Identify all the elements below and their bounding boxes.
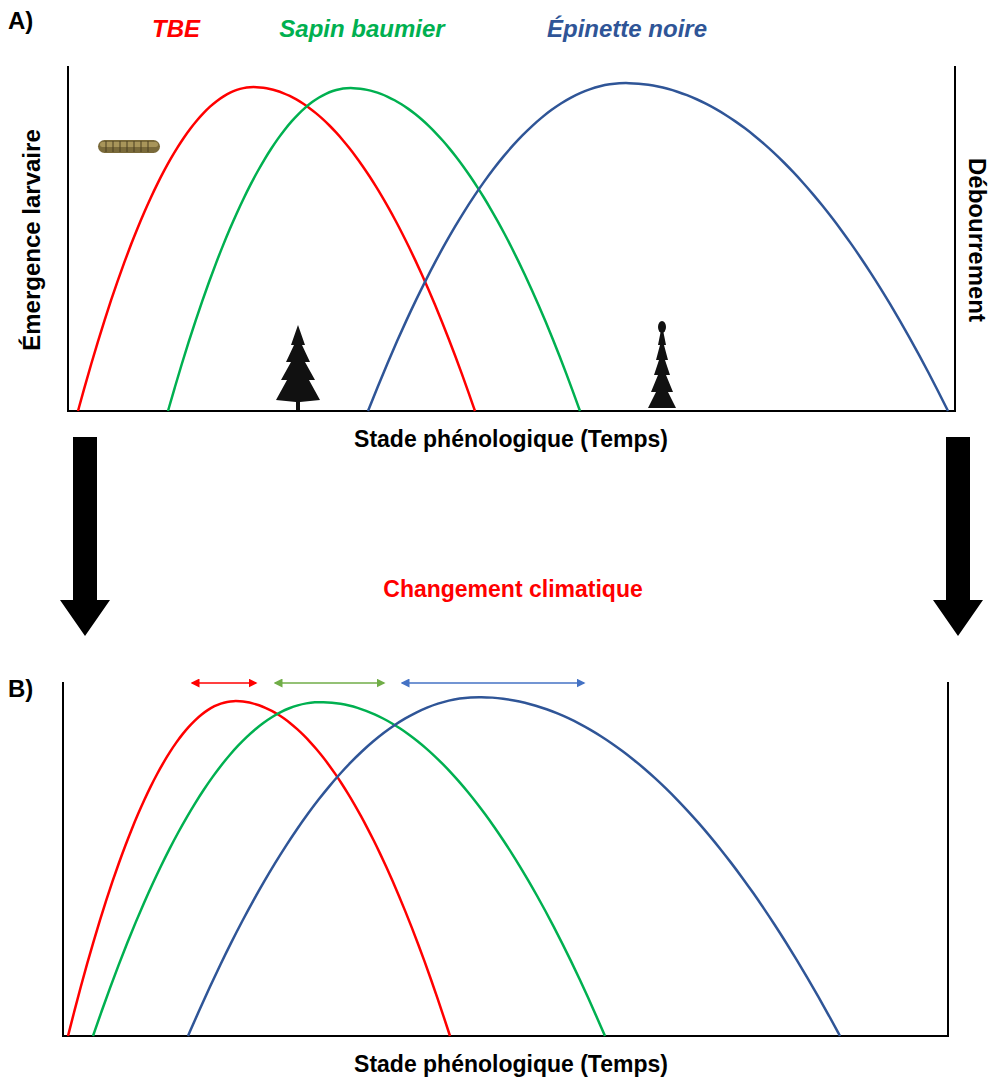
phenology-curve <box>368 83 948 411</box>
shift-arrow <box>275 682 384 684</box>
phenology-curve <box>188 697 840 1036</box>
annotation: Changement climatique <box>383 577 642 602</box>
axis-label: Débourrement <box>964 158 990 322</box>
phenology-curve <box>168 88 580 411</box>
axes-b <box>63 682 948 1036</box>
phenology-curve <box>93 702 605 1036</box>
shift-arrow <box>402 682 584 684</box>
spruce-tree-icon <box>648 321 676 408</box>
series-label: Sapin baumier <box>279 16 444 42</box>
axis-label: Stade phénologique (Temps) <box>354 1052 668 1077</box>
phenology-curve <box>78 87 475 411</box>
phenology-curve <box>68 701 450 1036</box>
down-arrow <box>933 437 983 636</box>
axis-label: Émergence larvaire <box>19 129 45 350</box>
panel-letter: A) <box>8 8 33 34</box>
axis-label: Stade phénologique (Temps) <box>354 427 668 452</box>
shift-arrow <box>192 682 256 684</box>
caterpillar-icon <box>98 140 160 153</box>
axes-a <box>68 66 955 411</box>
fir-tree-icon <box>276 325 320 410</box>
series-label: Épinette noire <box>547 16 707 42</box>
series-label: TBE <box>152 16 200 42</box>
panel-letter: B) <box>8 676 33 702</box>
down-arrow <box>60 437 110 636</box>
